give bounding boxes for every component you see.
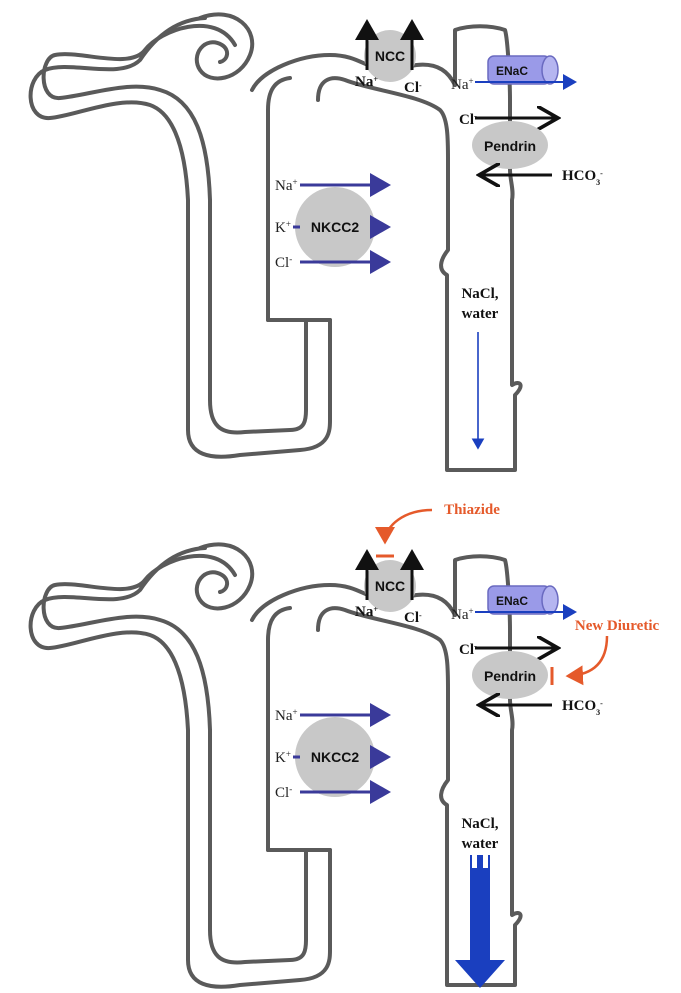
- pendrin-transporter: [472, 121, 548, 169]
- pendrin-hco3-text: HCO3-: [562, 168, 603, 187]
- ncc-transporter: [364, 30, 416, 82]
- pendrin-label-2: Pendrin: [484, 668, 536, 684]
- nkcc-na-text-2: Na+: [275, 707, 298, 724]
- thick-ascending-limb-outer: [250, 53, 372, 92]
- panel-baseline: NCC Na+ Cl- ENaC Na+ Cl- Pendrin HCO3- N…: [28, 12, 603, 472]
- enac-label: ENaC: [496, 64, 528, 78]
- distal-tubule-inner: [316, 24, 523, 472]
- ncc-na-text: Na+: [355, 74, 378, 90]
- flow-arrow-thick: [455, 855, 505, 988]
- pendrin-cl-text-2: Cl-: [459, 641, 477, 658]
- panel-treated: NCC Na+ Cl- Thiazide ENaC Na+ Cl- Pendri…: [28, 502, 660, 989]
- proximal-convoluted-tubule: [28, 16, 332, 459]
- nkcc-k-text-2: K+: [275, 749, 291, 766]
- proximal-inner-wall-2: [41, 553, 308, 965]
- flow-label-line1-2: NaCl,: [461, 816, 498, 832]
- ncc-na-text-2: Na+: [355, 604, 378, 620]
- pendrin-label: Pendrin: [484, 138, 536, 154]
- enac-na-text: Na+: [451, 76, 474, 93]
- pendrin-hco3-text-2: HCO3-: [562, 698, 603, 717]
- flow-label-line2: water: [462, 306, 499, 322]
- ncc-label: NCC: [375, 48, 405, 64]
- ncc-transporter-2: [364, 560, 416, 612]
- nkcc-na-text: Na+: [275, 177, 298, 194]
- nkcc2-label-2: NKCC2: [311, 749, 359, 765]
- thick-ascending-limb-outer-2: [250, 583, 372, 622]
- ncc-label-2: NCC: [375, 578, 405, 594]
- enac-label-2: ENaC: [496, 594, 528, 608]
- thiazide-arrow: [375, 508, 433, 545]
- pendrin-transporter-2: [472, 651, 548, 699]
- nkcc2-transporter-2: [295, 717, 375, 797]
- nkcc2-label: NKCC2: [311, 219, 359, 235]
- nkcc-cl-text-2: Cl-: [275, 784, 292, 801]
- new-diuretic-label: New Diuretic: [575, 618, 660, 634]
- new-diuretic-arrow: [565, 635, 609, 686]
- thick-ascending-limb-inner: [266, 76, 292, 322]
- nkcc-k-text: K+: [275, 219, 291, 236]
- enac-channel: [487, 55, 559, 85]
- thiazide-label: Thiazide: [444, 502, 500, 518]
- pendrin-cl-text: Cl-: [459, 111, 477, 128]
- nkcc-cl-text: Cl-: [275, 254, 292, 271]
- flow-label-line1: NaCl,: [461, 286, 498, 302]
- ncc-cl-text: Cl-: [404, 80, 422, 96]
- bowman-capsule: [194, 12, 254, 81]
- proximal-inner-wall: [41, 23, 308, 435]
- thick-ascending-limb-inner-2: [266, 606, 292, 852]
- enac-na-text-2: Na+: [451, 606, 474, 623]
- flow-label-line2-2: water: [462, 836, 499, 852]
- ncc-cl-text-2: Cl-: [404, 610, 422, 626]
- enac-channel-2: [487, 585, 559, 615]
- proximal-convoluted-tubule-2: [28, 546, 332, 989]
- bowman-capsule-2: [194, 542, 254, 611]
- nkcc2-transporter: [295, 187, 375, 267]
